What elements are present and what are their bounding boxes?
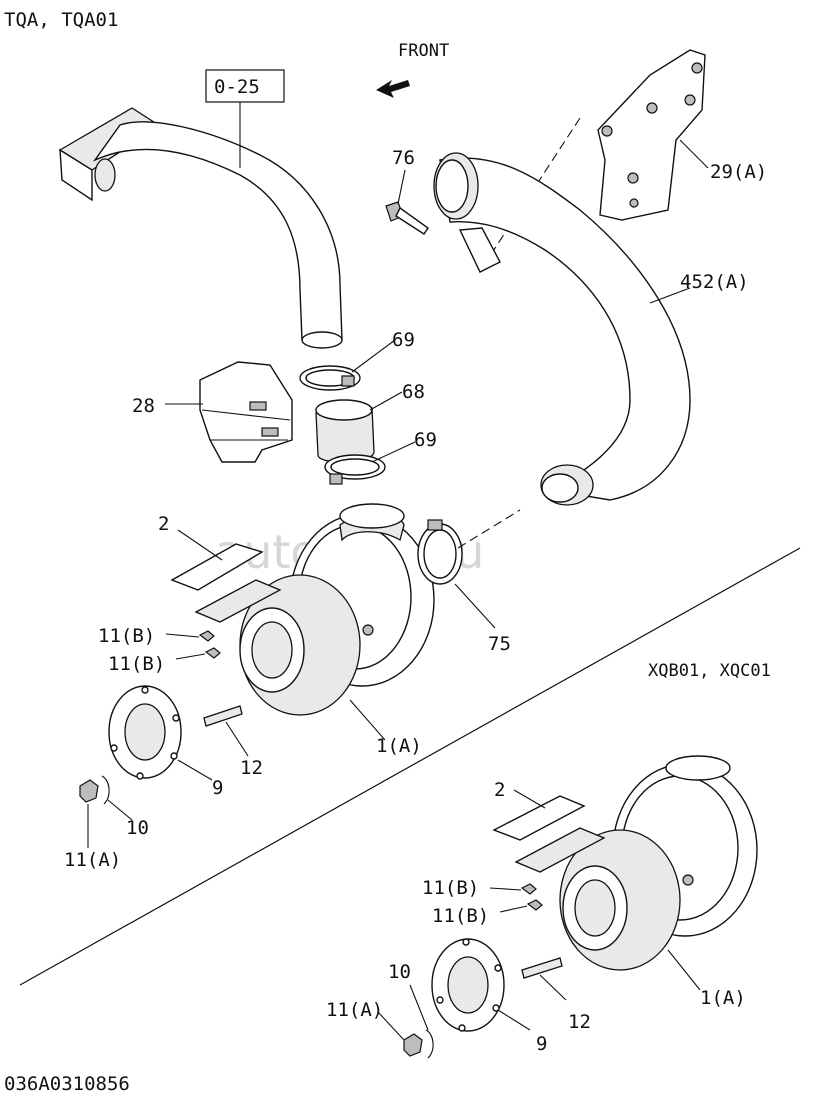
- section-label: XQB01, XQC01: [648, 661, 771, 681]
- callout-11b-4: 11(B): [432, 905, 489, 927]
- callout-29a: 29(A): [710, 161, 767, 183]
- callout-11b-3: 11(B): [422, 877, 479, 899]
- nut-washer-bottom: [403, 1029, 434, 1059]
- callout-11a-top: 11(A): [64, 849, 121, 871]
- ref-box: [205, 69, 285, 103]
- gasket-2-top: [170, 543, 282, 623]
- callout-69-top: 69: [392, 329, 415, 351]
- stud-12-top: [203, 705, 243, 727]
- callout-1a-bottom: 1(A): [700, 987, 746, 1009]
- callout-10-bottom: 10: [388, 961, 411, 983]
- front-label: FRONT: [398, 41, 449, 61]
- turbocharger-bottom: [559, 755, 758, 971]
- callout-28: 28: [132, 395, 155, 417]
- clamp-69-top: [299, 365, 361, 391]
- flange-9-bottom: [431, 938, 505, 1032]
- front-indicator: FRONT: [376, 41, 449, 98]
- heat-shield-28: [199, 361, 293, 463]
- hose-68: [315, 399, 375, 463]
- flange-9-top: [108, 685, 182, 780]
- model-code: TQA, TQA01: [4, 9, 118, 31]
- callout-452a: 452(A): [680, 271, 749, 293]
- clamp-69-bottom: [324, 454, 386, 485]
- ref-box-label: 0-25: [214, 76, 260, 98]
- turbocharger-top: [239, 503, 435, 716]
- bolt-76: [385, 201, 429, 235]
- callout-2-bottom: 2: [494, 779, 505, 801]
- callout-12-top: 12: [240, 757, 263, 779]
- callout-68: 68: [402, 381, 425, 403]
- callout-12-bottom: 12: [568, 1011, 591, 1033]
- callout-11b-2: 11(B): [108, 653, 165, 675]
- drawing-number: 036A0310856: [4, 1073, 130, 1095]
- callout-2-top: 2: [158, 513, 169, 535]
- section-divider: [19, 547, 801, 986]
- callout-1a-top: 1(A): [376, 735, 422, 757]
- callout-11b-1: 11(B): [98, 625, 155, 647]
- nuts-11b-top: [198, 630, 221, 659]
- stud-12-bottom: [521, 957, 563, 979]
- callout-75: 75: [488, 633, 511, 655]
- callout-9-bottom: 9: [536, 1033, 547, 1055]
- exhaust-pipe-452a: [433, 152, 691, 506]
- front-arrow-icon: [376, 80, 410, 98]
- callout-11a-bottom: 11(A): [326, 999, 383, 1021]
- clamp-75: [417, 519, 463, 585]
- callout-10-top: 10: [126, 817, 149, 839]
- nut-washer-top: [79, 775, 110, 805]
- callout-76: 76: [392, 147, 415, 169]
- nuts-11b-bottom: [520, 883, 543, 911]
- callout-69-bottom: 69: [414, 429, 437, 451]
- exhaust-pipe-ref: [58, 107, 343, 349]
- callout-9-top: 9: [212, 777, 223, 799]
- gasket-2-bottom: [492, 795, 606, 873]
- bracket-29a: [597, 49, 706, 221]
